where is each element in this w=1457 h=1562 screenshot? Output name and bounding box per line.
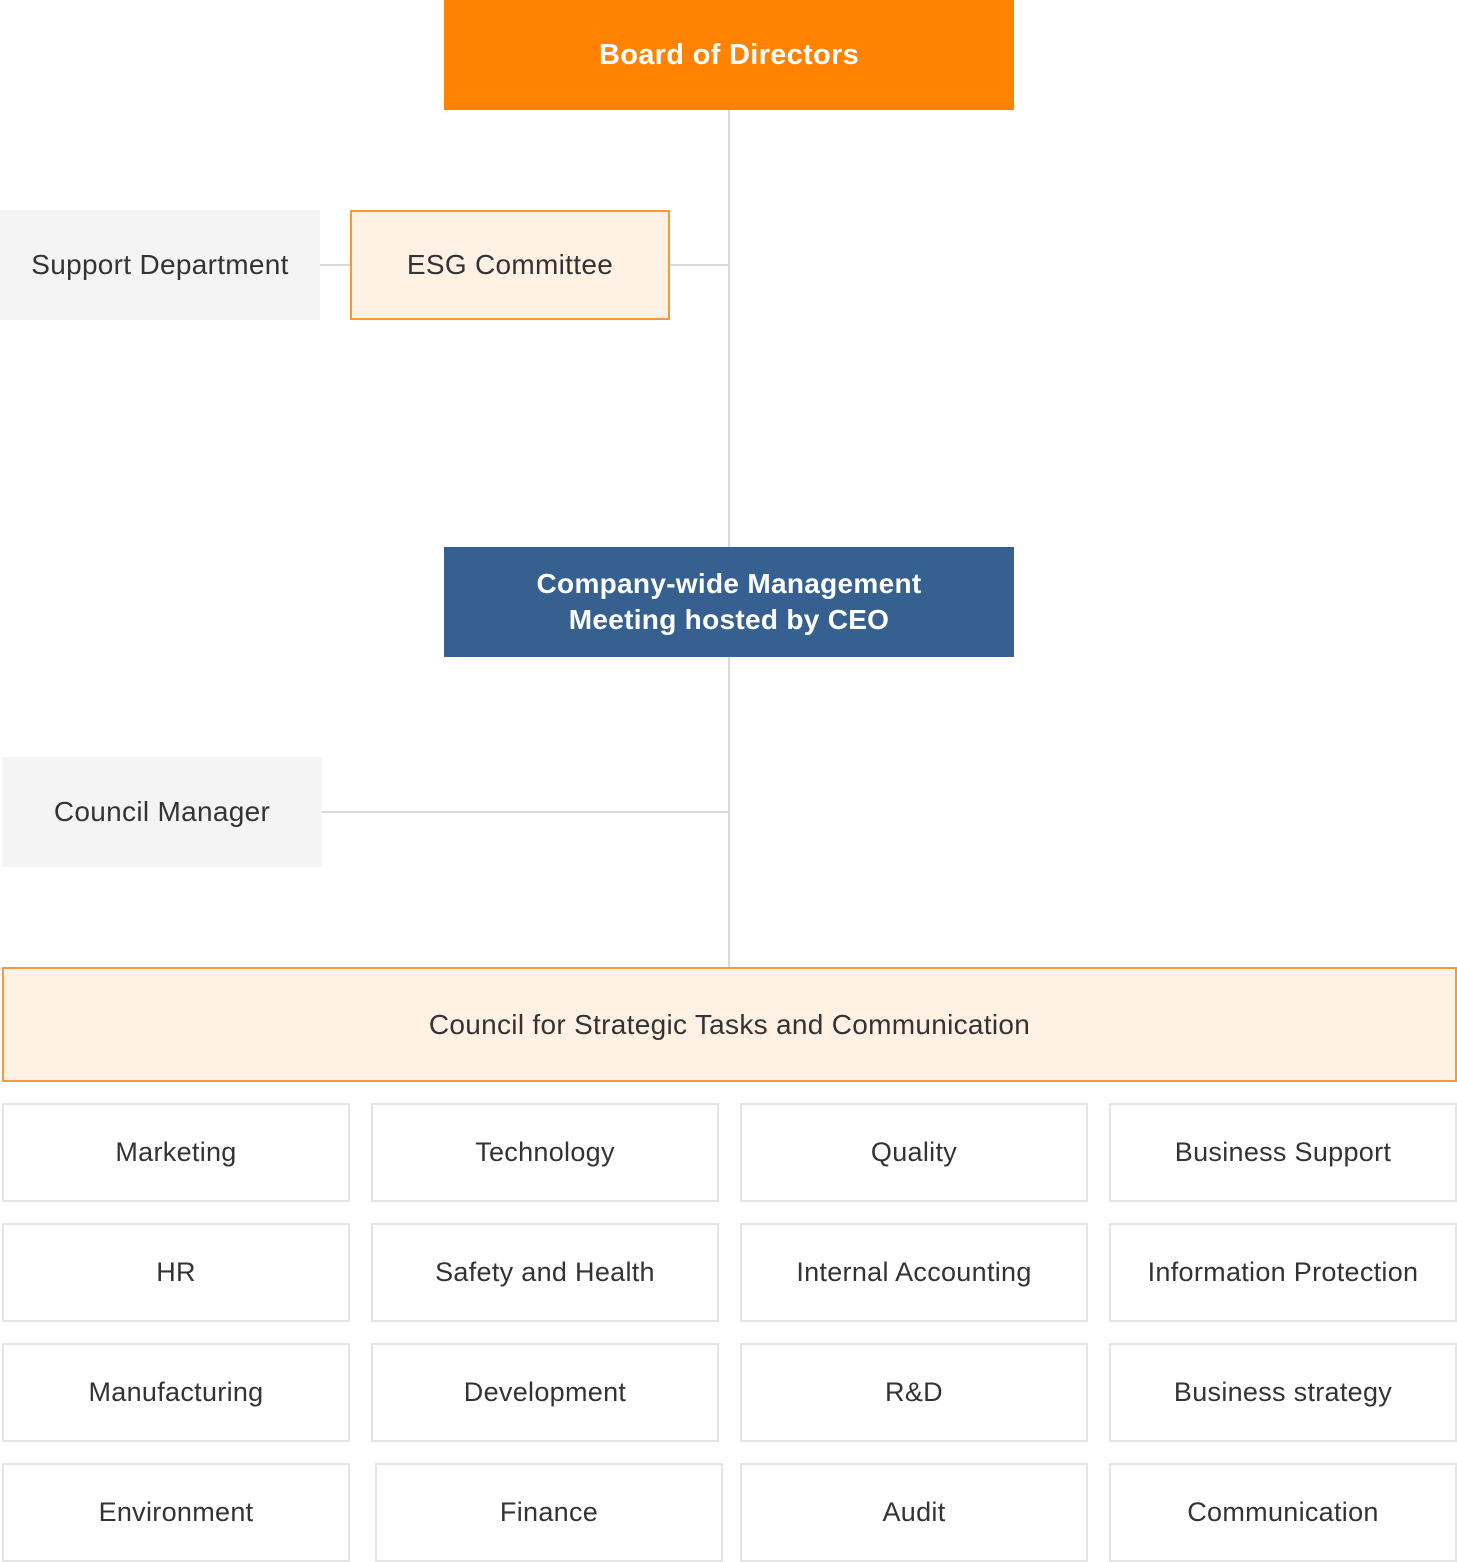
council-label: Council for Strategic Tasks and Communic…	[428, 1008, 1031, 1040]
member-label: Development	[463, 1377, 627, 1407]
member-label: Manufacturing	[88, 1377, 264, 1407]
connector-council-manager	[322, 811, 728, 813]
board-of-directors-node: Board of Directors	[444, 0, 1014, 110]
member-environment: Environment	[2, 1463, 350, 1562]
member-label: Environment	[98, 1497, 254, 1527]
member-label: Technology	[475, 1137, 615, 1167]
member-development: Development	[371, 1343, 719, 1442]
support-department-node: Support Department	[0, 210, 320, 320]
member-quality: Quality	[740, 1103, 1088, 1202]
esg-committee-label: ESG Committee	[406, 249, 614, 280]
connector-support	[320, 264, 350, 266]
member-label: Marketing	[115, 1137, 237, 1167]
member-manufacturing: Manufacturing	[2, 1343, 350, 1442]
member-business-support: Business Support	[1109, 1103, 1457, 1202]
member-label: Information Protection	[1147, 1257, 1419, 1287]
council-manager-label: Council Manager	[53, 796, 271, 827]
support-department-label: Support Department	[31, 249, 289, 280]
member-label: Business strategy	[1173, 1377, 1393, 1407]
ceo-meeting-label-line2: Meeting hosted by CEO	[568, 604, 890, 635]
member-label: Finance	[499, 1497, 599, 1527]
esg-committee-node: ESG Committee	[350, 210, 670, 320]
member-label: Communication	[1187, 1497, 1379, 1527]
member-label: Internal Accounting	[796, 1257, 1032, 1287]
connector-main-vertical	[728, 110, 730, 967]
board-of-directors-label: Board of Directors	[599, 38, 859, 71]
council-manager-node: Council Manager	[2, 757, 322, 867]
member-r-and-d: R&D	[740, 1343, 1088, 1442]
member-information-protection: Information Protection	[1109, 1223, 1457, 1322]
council-node: Council for Strategic Tasks and Communic…	[2, 967, 1457, 1082]
member-communication: Communication	[1109, 1463, 1457, 1562]
ceo-meeting-label-line1: Company-wide Management	[536, 568, 922, 599]
member-technology: Technology	[371, 1103, 719, 1202]
member-marketing: Marketing	[2, 1103, 350, 1202]
member-label: HR	[156, 1257, 196, 1287]
member-label: Audit	[882, 1497, 946, 1527]
member-label: Safety and Health	[435, 1257, 655, 1287]
member-safety-and-health: Safety and Health	[371, 1223, 719, 1322]
member-label: Quality	[870, 1137, 958, 1167]
member-label: R&D	[885, 1377, 943, 1407]
member-hr: HR	[2, 1223, 350, 1322]
member-business-strategy: Business strategy	[1109, 1343, 1457, 1442]
ceo-meeting-node: Company-wide Management Meeting hosted b…	[444, 547, 1014, 657]
member-internal-accounting: Internal Accounting	[740, 1223, 1088, 1322]
connector-esg	[670, 264, 728, 266]
member-audit: Audit	[740, 1463, 1088, 1562]
member-label: Business Support	[1174, 1137, 1392, 1167]
member-finance: Finance	[375, 1463, 723, 1562]
